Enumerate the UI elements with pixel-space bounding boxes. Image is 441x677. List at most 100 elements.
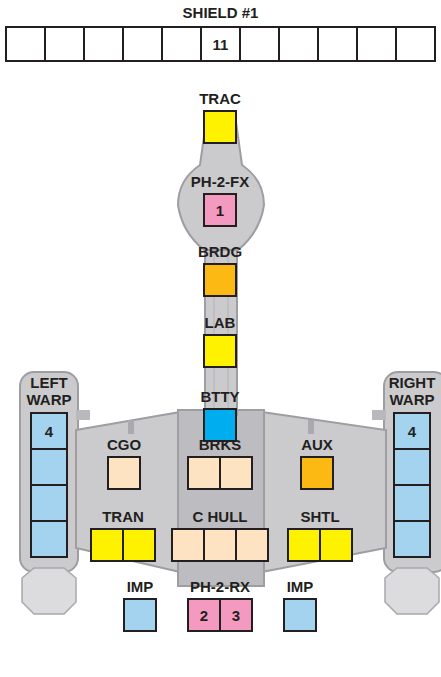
- damage-box: 1: [203, 193, 237, 227]
- right-nacelle-cap: [385, 568, 439, 614]
- system-heading-holder: IMP: [287, 578, 314, 595]
- system-name: PH-2-FX: [191, 173, 249, 190]
- damage-box: [239, 26, 280, 62]
- system-heading-holder: BRKS: [199, 436, 242, 453]
- system-name: PH-2-RX: [190, 578, 250, 595]
- system-name: SHIELD #1: [183, 4, 259, 21]
- system-heading-holder: TRAN: [102, 508, 144, 525]
- damage-box: [203, 528, 237, 562]
- box-number: 2: [200, 607, 208, 624]
- system-name: LAB: [205, 314, 236, 331]
- damage-box: [83, 26, 124, 62]
- system-name: BTTY: [200, 388, 239, 405]
- system-heading-holder: IMP: [127, 578, 154, 595]
- system-track: BRDG: [203, 263, 237, 297]
- damage-box: [171, 528, 205, 562]
- damage-box: [393, 448, 431, 486]
- system-heading-holder: SHIELD #1: [183, 4, 259, 21]
- box-number: 1: [216, 202, 224, 219]
- system-heading-holder: C HULL: [193, 508, 248, 525]
- system-track: 4LEFT WARP: [30, 412, 68, 558]
- system-name: IMP: [127, 578, 154, 595]
- damage-box: [5, 26, 46, 62]
- system-heading-holder: RIGHT WARP: [384, 374, 440, 408]
- system-track: LAB: [203, 334, 237, 368]
- pylon: [76, 410, 90, 420]
- system-track: AUX: [300, 456, 334, 490]
- damage-box: [287, 528, 321, 562]
- damage-box: [235, 528, 269, 562]
- damage-box: [30, 448, 68, 486]
- damage-box: [187, 456, 221, 490]
- damage-box: 4: [30, 412, 68, 450]
- damage-box: [319, 528, 353, 562]
- system-heading-holder: LAB: [205, 314, 236, 331]
- system-name: IMP: [287, 578, 314, 595]
- system-name: BRKS: [199, 436, 242, 453]
- damage-box: 4: [393, 412, 431, 450]
- system-name: SHTL: [300, 508, 339, 525]
- hull-detail: [128, 420, 134, 434]
- left-nacelle: [20, 372, 78, 572]
- system-name: CGO: [107, 436, 141, 453]
- hull-art: [20, 115, 441, 614]
- pylon: [372, 410, 386, 420]
- system-track: SHTL: [287, 528, 353, 562]
- damage-box: [278, 26, 319, 62]
- system-track: BRKS: [187, 456, 253, 490]
- damage-box: [395, 26, 436, 62]
- system-heading-holder: AUX: [301, 436, 333, 453]
- system-heading-holder: PH-2-FX: [191, 173, 249, 190]
- box-number: 4: [408, 423, 416, 440]
- system-heading-holder: TRAC: [199, 90, 241, 107]
- damage-box: [356, 26, 397, 62]
- system-heading-holder: SHTL: [300, 508, 339, 525]
- damage-box: [161, 26, 202, 62]
- system-track: 1PH-2-FX: [203, 193, 237, 227]
- damage-box: [90, 528, 124, 562]
- damage-box: [122, 528, 156, 562]
- damage-box: 11: [200, 26, 241, 62]
- system-name: LEFT WARP: [27, 374, 72, 408]
- damage-box: [44, 26, 85, 62]
- hull-detail: [308, 420, 314, 434]
- system-heading-holder: LEFT WARP: [21, 374, 77, 408]
- damage-box: 2: [187, 598, 221, 632]
- damage-box: [122, 26, 163, 62]
- damage-box: [203, 110, 237, 144]
- system-track: C HULL: [171, 528, 269, 562]
- damage-box: [283, 598, 317, 632]
- system-track: 11SHIELD #1: [5, 26, 436, 62]
- system-name: TRAN: [102, 508, 144, 525]
- box-number: 4: [45, 423, 53, 440]
- system-name: AUX: [301, 436, 333, 453]
- system-track: IMP: [283, 598, 317, 632]
- system-track: TRAC: [203, 110, 237, 144]
- system-heading-holder: BTTY: [200, 388, 239, 405]
- damage-box: [203, 334, 237, 368]
- system-name: RIGHT WARP: [389, 374, 436, 408]
- damage-box: [107, 456, 141, 490]
- system-track: TRAN: [90, 528, 156, 562]
- right-nacelle: [384, 372, 441, 572]
- system-name: TRAC: [199, 90, 241, 107]
- system-heading-holder: CGO: [107, 436, 141, 453]
- box-number: 11: [213, 36, 229, 53]
- system-track: CGO: [107, 456, 141, 490]
- system-track: IMP: [123, 598, 157, 632]
- system-heading-holder: PH-2-RX: [190, 578, 250, 595]
- damage-box: [300, 456, 334, 490]
- damage-box: [393, 520, 431, 558]
- system-heading-holder: BRDG: [198, 243, 242, 260]
- system-track: 23PH-2-RX: [187, 598, 253, 632]
- damage-box: [123, 598, 157, 632]
- damage-box: [393, 484, 431, 522]
- left-nacelle-cap: [22, 568, 76, 614]
- damage-box: [219, 456, 253, 490]
- damage-box: 3: [219, 598, 253, 632]
- damage-box: [30, 520, 68, 558]
- damage-box: [203, 263, 237, 297]
- system-track: 4RIGHT WARP: [393, 412, 431, 558]
- system-name: C HULL: [193, 508, 248, 525]
